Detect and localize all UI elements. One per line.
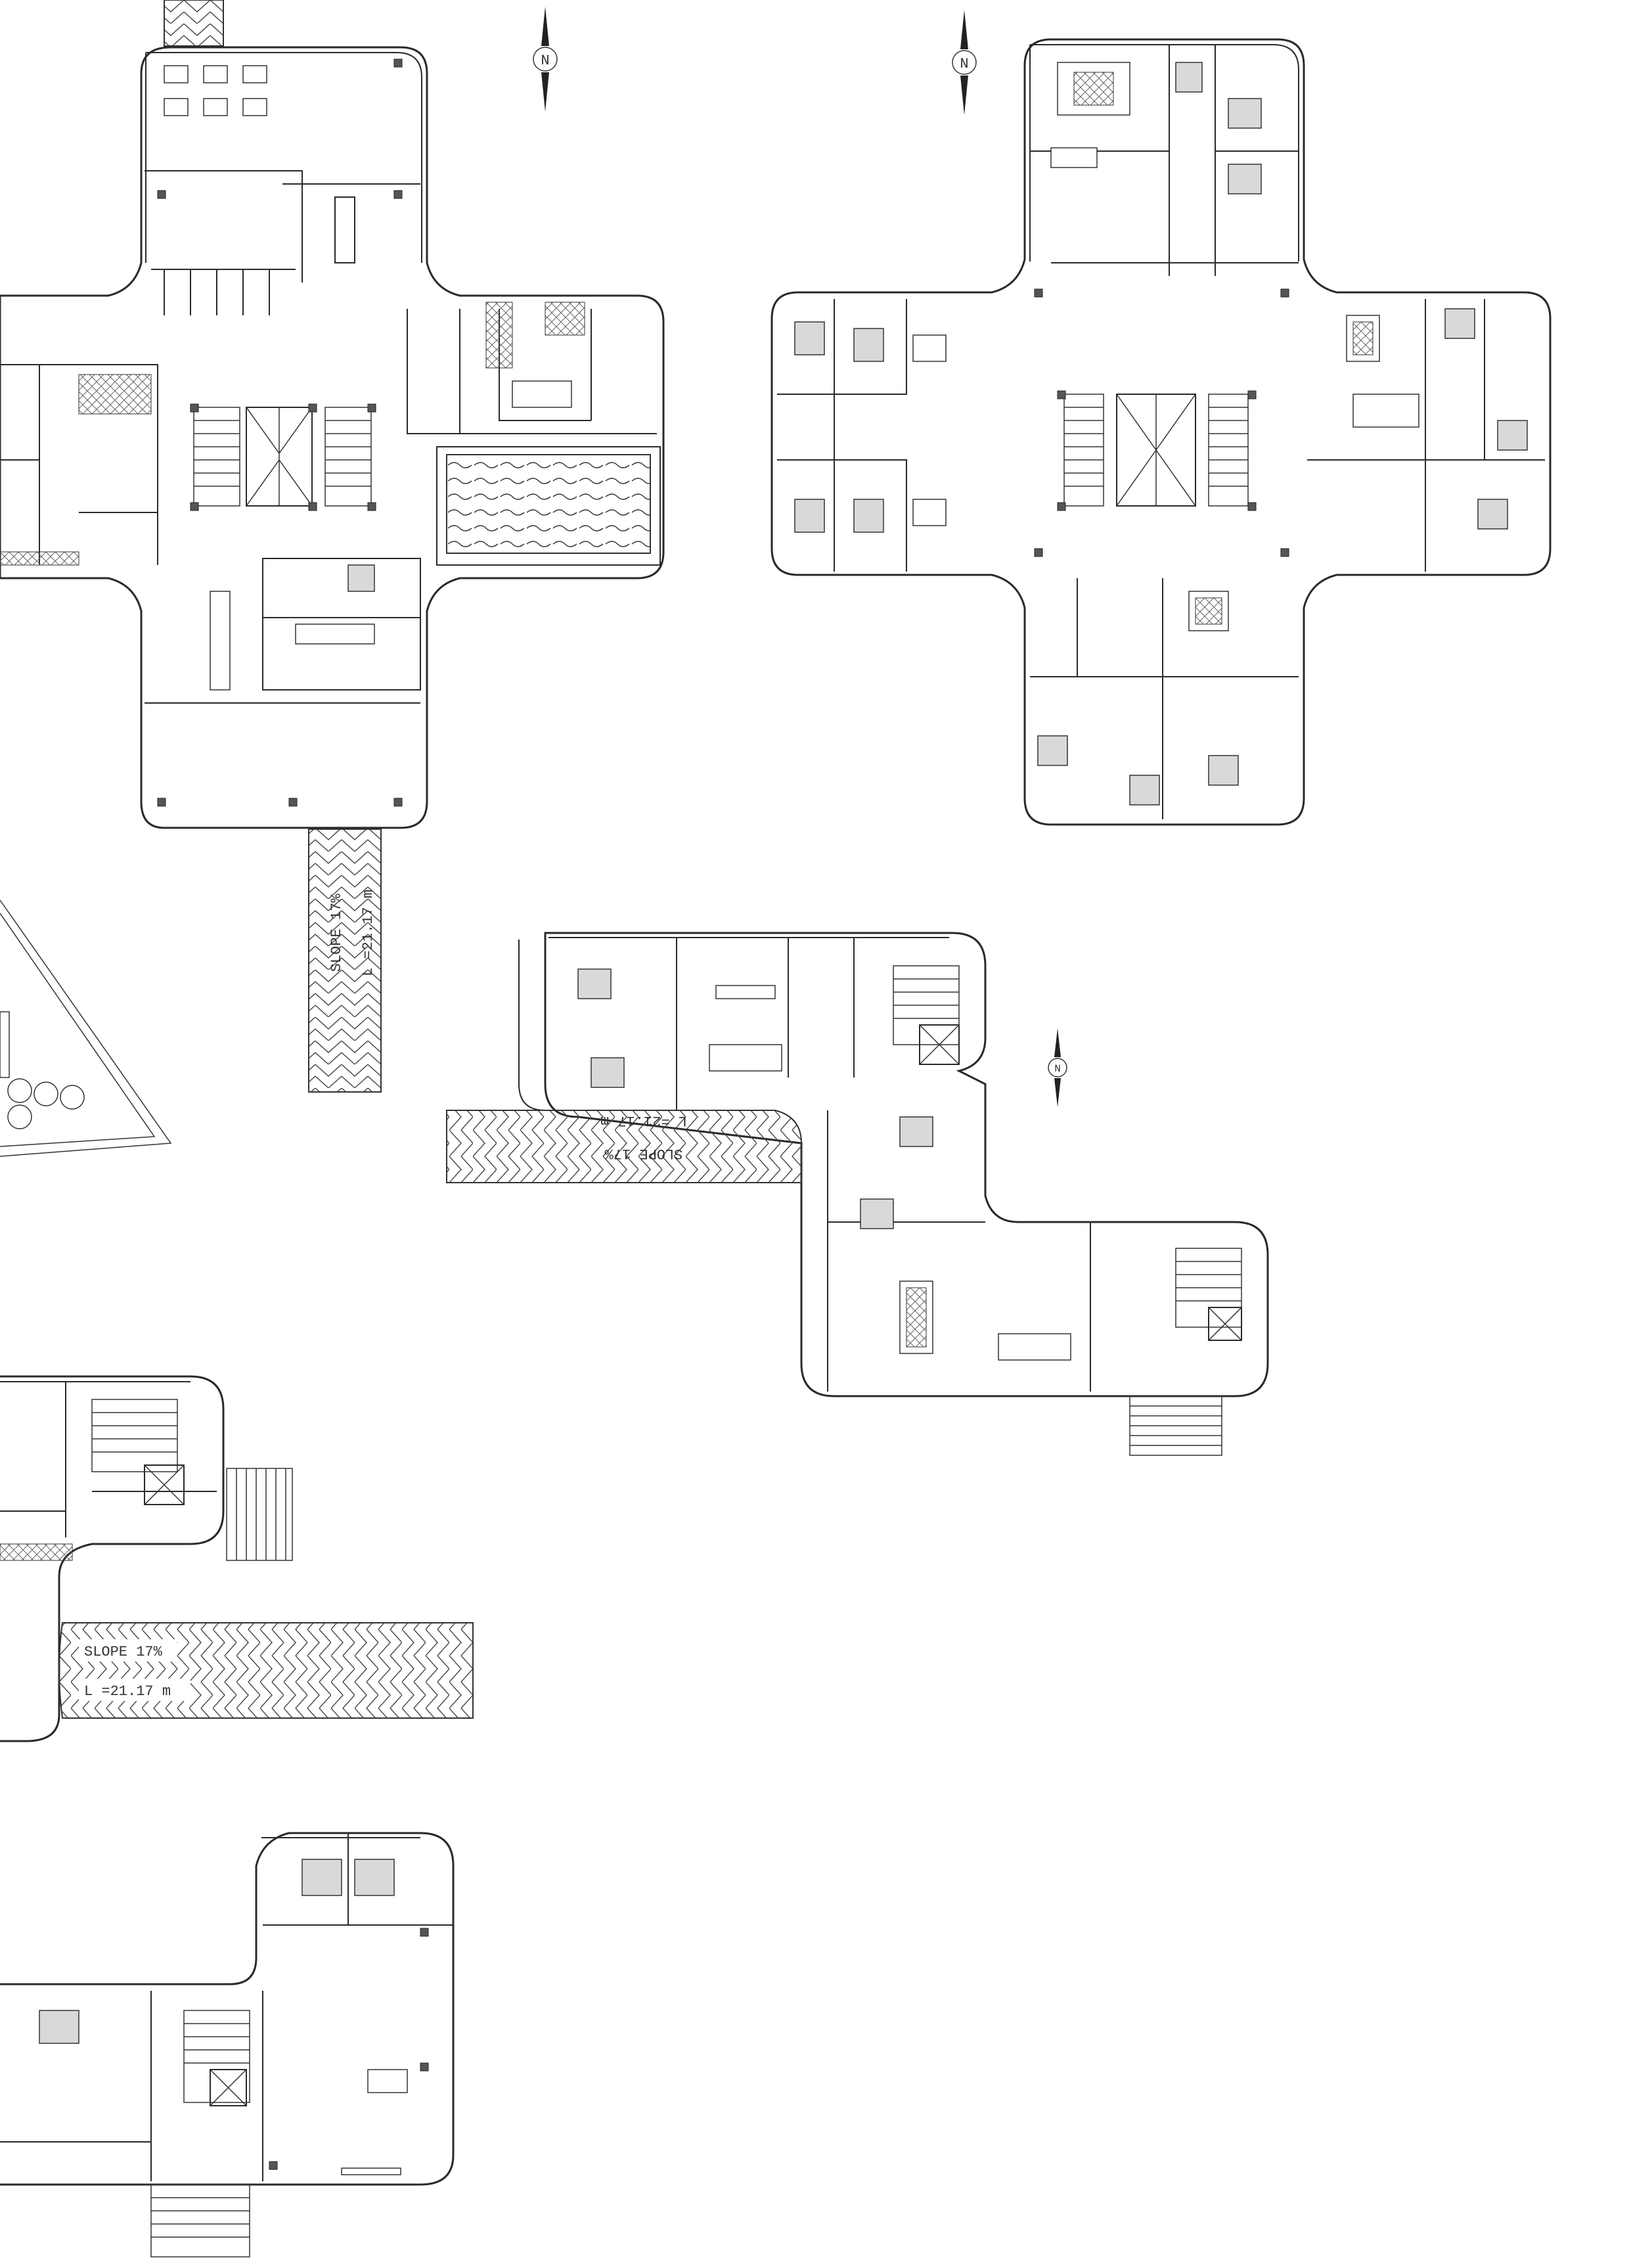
plan-ground-floor: SLOPE 17% L =21.17 m [0,0,665,1093]
plan-villa-middle: L =21.17 m SLOPE 17% [446,932,1269,1456]
ramp-length-label: L =21.17 m [360,890,376,976]
north-arrow-2: N [952,10,977,115]
north-arrow-3: N [1048,1028,1067,1107]
plan-typical-floor [771,38,1552,826]
north-marker-label-1: N [541,53,549,69]
ramp2-slope-label: SLOPE 17% [604,1145,683,1162]
north-marker-label-3: N [1054,1063,1061,1075]
ramp3-length-label: L =21.17 m [84,1683,171,1700]
site-plan-fragment [0,899,172,1157]
ramp-slope-label: SLOPE 17% [328,894,345,972]
north-arrow-1: N [533,7,558,112]
ramp3-slope-label: SLOPE 17% [84,1644,163,1660]
north-marker-label-2: N [960,56,968,72]
ramp2-length-label: L =21.17 m [600,1112,687,1129]
plan-bottom-left-1: SLOPE 17% L =21.17 m [0,1375,474,1742]
plan-bottom-left-2 [0,1832,455,2257]
